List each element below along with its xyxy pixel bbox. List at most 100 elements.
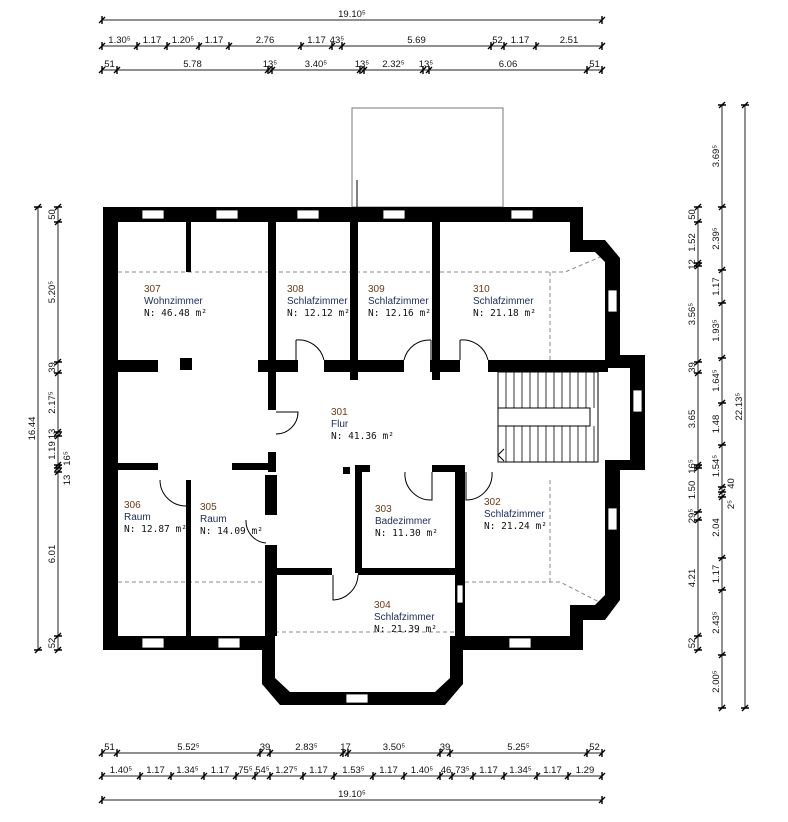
dimension-label: 1.17	[711, 565, 722, 584]
dimension-label: 17	[340, 742, 351, 753]
dimension-tick	[718, 704, 726, 712]
dimension-label: 13⁵	[355, 59, 370, 70]
room-name: Raum	[200, 514, 227, 525]
dimension-tick	[718, 399, 726, 407]
dimension-label: 1.17	[205, 35, 224, 46]
dimension-tick	[54, 203, 62, 211]
dimension-tick	[54, 218, 62, 226]
room-number: 306	[124, 500, 141, 511]
dimension-tick	[98, 772, 106, 780]
dimension-label: 51	[589, 59, 600, 70]
room-area: N: 12.16 m²	[368, 308, 431, 319]
dimension-tick	[694, 632, 702, 640]
dimension-label: 2.00⁵	[711, 670, 722, 692]
dimension-label: 1.29	[576, 765, 595, 776]
dimension-tick	[356, 66, 364, 74]
dimension-label: 2.83⁵	[295, 742, 317, 753]
dimension-tick	[338, 42, 346, 50]
dimension-label: 1.17	[143, 35, 162, 46]
dimension-tick	[598, 66, 606, 74]
dimension-label: 5.25⁵	[507, 742, 529, 753]
dimension-tick	[54, 632, 62, 640]
walls	[103, 207, 645, 705]
dimension-label: 52	[47, 638, 58, 649]
dimension-tick	[487, 42, 495, 50]
dimension-label: 3.56⁵	[687, 303, 698, 325]
dimension-tick	[266, 772, 274, 780]
dimension-tick	[34, 203, 42, 211]
dimension-tick	[718, 488, 726, 496]
dimension-tick	[133, 42, 141, 50]
dimension-tick	[98, 796, 106, 804]
room-area: N: 12.12 m²	[287, 308, 350, 319]
dimension-label: 2⁵	[726, 500, 737, 509]
dimension-tick	[583, 66, 591, 74]
dimension-tick	[532, 42, 540, 50]
room-area: N: 11.30 m²	[375, 528, 438, 539]
dimension-tick	[113, 66, 121, 74]
room-name: Schlafzimmer	[484, 509, 545, 520]
dimension-tick	[694, 508, 702, 516]
dimension-tick	[419, 66, 427, 74]
dimension-chain-right-chain-2: 3.69⁵2.39⁵1.171.93⁵1.64⁵1.481.54⁵402⁵2.0…	[711, 101, 737, 712]
dimension-label: 52	[589, 742, 600, 753]
dimension-label: 5.78	[183, 59, 202, 70]
room-number: 301	[331, 407, 348, 418]
dimension-tick	[54, 468, 62, 476]
dimension-label: 6.06	[499, 59, 518, 70]
dimension-label: 13⁵	[263, 59, 278, 70]
dimension-label: 1.17	[543, 765, 562, 776]
dimension-tick	[344, 749, 352, 757]
dimension-label: 51	[104, 59, 115, 70]
dimension-label: 16⁵	[687, 459, 698, 474]
dimension-tick	[694, 218, 702, 226]
dimension-tick	[500, 42, 508, 50]
dimension-tick	[328, 42, 336, 50]
dimension-label: 5.52⁵	[177, 742, 199, 753]
dimension-label: 39	[260, 742, 271, 753]
dimension-tick	[694, 646, 702, 654]
room-name: Flur	[331, 419, 349, 430]
dimension-label: 52	[492, 35, 503, 46]
dimension-tick	[718, 299, 726, 307]
dimension-label: 1.27⁵	[275, 765, 297, 776]
dimension-tick	[268, 66, 276, 74]
dimension-label: 3.50⁵	[383, 742, 405, 753]
dimension-label: 52	[687, 638, 698, 649]
dimension-tick	[136, 772, 144, 780]
dimension-label: 1.20⁵	[172, 35, 194, 46]
dimension-label: 43⁵	[330, 35, 345, 46]
room-number: 303	[375, 504, 392, 515]
dimension-label: 13⁵	[419, 59, 434, 70]
dimension-label: 1.54⁵	[711, 455, 722, 477]
dimension-tick	[564, 772, 572, 780]
windows	[141, 209, 643, 704]
dimension-label: 1.17	[711, 277, 722, 296]
dimension-tick	[264, 66, 272, 74]
dimension-label: 1.17	[309, 765, 328, 776]
dimension-label: 19.10⁵	[338, 9, 366, 20]
dimension-tick	[718, 203, 726, 211]
dimension-tick	[34, 646, 42, 654]
dimension-label: 1.17	[307, 35, 326, 46]
dimension-label: 1.34⁵	[509, 765, 531, 776]
dimension-label: 1.17	[379, 765, 398, 776]
stair-arrow-icon	[497, 448, 505, 462]
dimension-chain-left-total: 16.44	[27, 203, 42, 654]
dimension-label: 13	[62, 475, 73, 486]
dimension-label: 2.04	[711, 518, 722, 537]
dimension-label: 4.21	[687, 569, 698, 588]
dimension-label: 54⁵	[255, 765, 270, 776]
room-number: 310	[473, 284, 490, 295]
dimension-tick	[446, 749, 454, 757]
